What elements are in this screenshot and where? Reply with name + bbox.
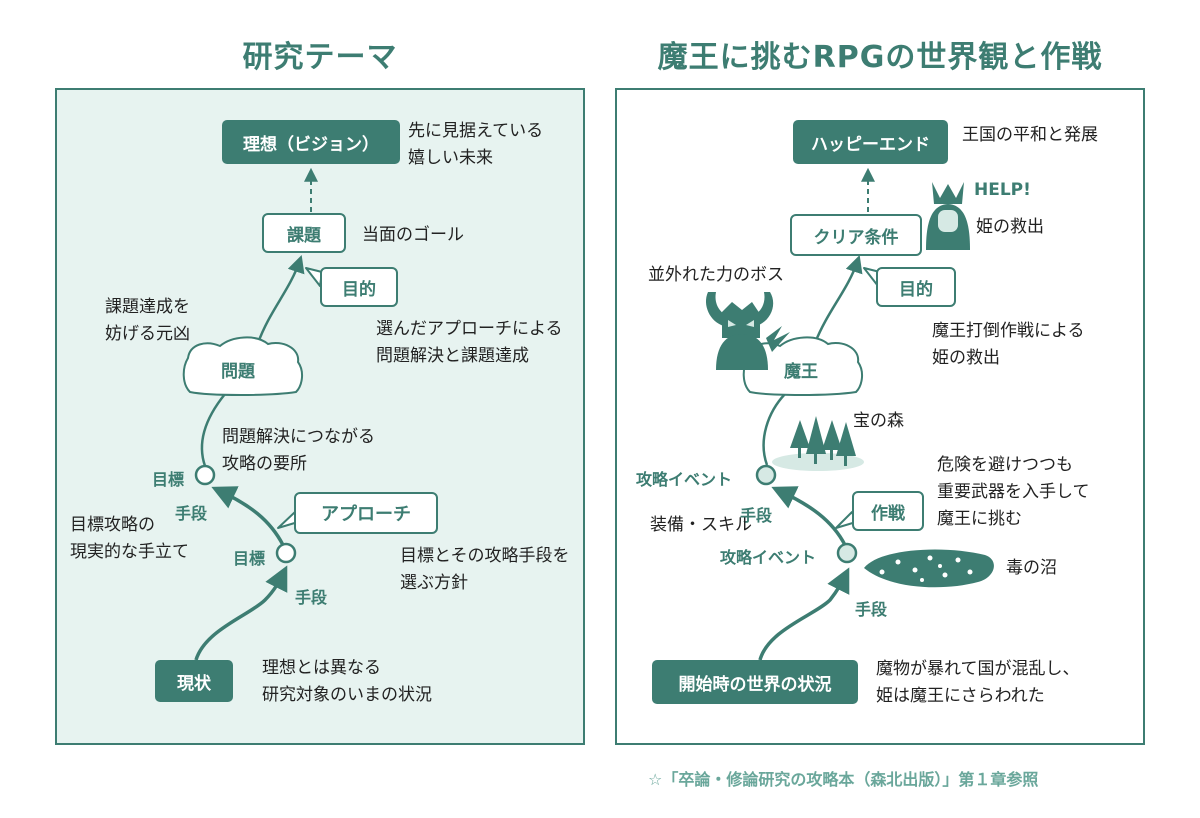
princess-icon: [926, 182, 970, 250]
approach-bubble: アプローチ: [294, 492, 438, 534]
path-arrow: [813, 255, 863, 344]
poison-swamp-icon: [864, 549, 994, 588]
right-title: 魔王に挑むRPGの世界観と作戦: [657, 40, 1103, 75]
demon-cloud: [742, 336, 864, 396]
path-arrow: [211, 486, 285, 546]
ideal-note: 先に見据えている 嬉しい未来: [408, 121, 544, 168]
help-label: HELP!: [974, 180, 1031, 200]
clear-condition-box: クリア条件: [790, 214, 922, 256]
path-arrow: [758, 567, 850, 661]
equip-note: 装備・スキル: [650, 515, 752, 535]
goal-lower-node: [275, 542, 297, 564]
goal-upper-note: 問題解決につながる 攻略の要所: [222, 427, 375, 474]
issue-box: 課題: [262, 213, 346, 253]
purpose-bubble-right: 目的: [876, 267, 956, 307]
path-arrow: [194, 565, 288, 661]
means-lower-label: 手段: [295, 588, 328, 607]
problem-cloud: [182, 336, 304, 396]
issue-note: 当面のゴール: [362, 225, 464, 245]
means-upper-label: 手段: [175, 504, 208, 523]
ideal-box: 理想（ビジョン）: [222, 120, 400, 164]
means-upper-label-right: 手段: [740, 506, 773, 525]
left-title: 研究テーマ: [242, 40, 398, 75]
purpose-note-right: 魔王打倒作戦による 姫の救出: [932, 321, 1085, 368]
problem-label: 問題: [221, 362, 255, 382]
means-note: 目標攻略の 現実的な手立て: [70, 515, 189, 562]
problem-note: 課題達成を 妨げる元凶: [105, 297, 190, 344]
path-arrow: [256, 255, 305, 344]
current-box: 現状: [155, 660, 233, 702]
happy-end-box: ハッピーエンド: [793, 120, 948, 164]
goal-upper-node: [194, 464, 216, 486]
goal-upper-label: 目標: [152, 470, 185, 489]
right-panel: [615, 88, 1145, 745]
goal-lower-label: 目標: [233, 549, 266, 568]
purpose-bubble: 目的: [320, 267, 398, 307]
event-lower-label: 攻略イベント: [720, 548, 817, 567]
start-note: 魔物が暴れて国が混乱し、 姫は魔王にさらわれた: [876, 659, 1080, 706]
purpose-note: 選んだアプローチによる 問題解決と課題達成: [376, 319, 563, 366]
reference-footer: ☆「卒論・修論研究の攻略本（森北出版）」第１章参照: [648, 770, 1039, 789]
happy-note: 王国の平和と発展: [962, 125, 1098, 145]
princess-note: 姫の救出: [976, 217, 1044, 237]
danger-note: 危険を避けつつも 重要武器を入手して 魔王に挑む: [937, 455, 1090, 529]
event-upper-node: [755, 464, 777, 486]
start-box: 開始時の世界の状況: [652, 660, 858, 704]
current-note: 理想とは異なる 研究対象のいまの状況: [262, 658, 432, 705]
strategy-bubble: 作戦: [852, 491, 924, 531]
path-arrow: [771, 486, 847, 546]
forest-icon: [772, 416, 864, 471]
left-panel: [55, 88, 585, 745]
forest-note: 宝の森: [853, 411, 904, 431]
demon-icon: [705, 292, 790, 370]
demon-label: 魔王: [784, 362, 818, 382]
approach-note: 目標とその攻略手段を 選ぶ方針: [400, 546, 570, 593]
event-lower-node: [836, 542, 858, 564]
path-line: [200, 393, 226, 467]
boss-note: 並外れた力のボス: [648, 265, 784, 285]
means-lower-label-right: 手段: [855, 600, 888, 619]
path-line: [762, 393, 786, 466]
event-upper-label: 攻略イベント: [636, 470, 733, 489]
swamp-note: 毒の沼: [1006, 558, 1057, 578]
